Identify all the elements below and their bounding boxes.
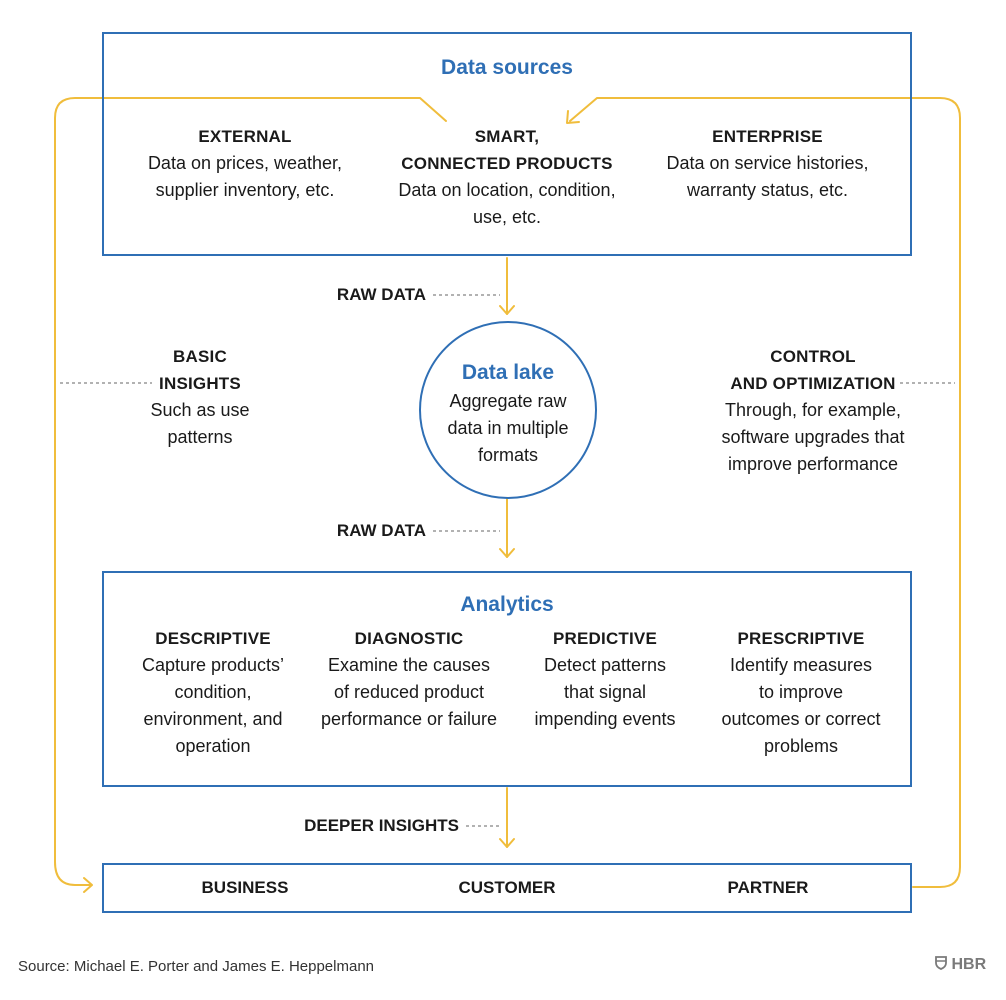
analytics-predictive: PREDICTIVE Detect patterns that signal i… (520, 625, 690, 733)
source-smart-heading-1: SMART, (474, 127, 540, 146)
prescriptive-line-2: to improve (758, 682, 844, 702)
brand-text: HBR (951, 956, 987, 973)
source-enterprise-line-2: warranty status, etc. (686, 180, 849, 200)
data-lake-line-1: Aggregate raw (449, 391, 567, 411)
predictive-heading: PREDICTIVE (552, 629, 658, 648)
data-lake-line-3: formats (477, 445, 538, 465)
control-optimization: CONTROL AND OPTIMIZATION Through, for ex… (703, 343, 923, 478)
prescriptive-heading: PRESCRIPTIVE (737, 629, 865, 648)
data-lake-circle (419, 321, 597, 499)
prescriptive-line-1: Identify measures (729, 655, 873, 675)
tier-business: BUSINESS (201, 878, 289, 897)
control-line-3: improve performance (727, 454, 899, 474)
descriptive-line-3: environment, and (143, 709, 283, 729)
raw-data-label-1: RAW DATA (336, 285, 426, 304)
diagnostic-line-1: Examine the causes (327, 655, 491, 675)
source-smart-line-2: use, etc. (472, 207, 542, 227)
prescriptive-line-4: problems (763, 736, 839, 756)
control-line-2: software upgrades that (721, 427, 905, 447)
data-lake-title: Data lake (461, 361, 555, 384)
arrow-left-loop (54, 97, 447, 886)
basic-insights: BASIC INSIGHTS Such as use patterns (130, 343, 270, 451)
arrowhead-left-loop (83, 877, 93, 893)
arrowhead-analytics-to-tiers (499, 838, 515, 848)
tiers-box (102, 863, 912, 913)
shield-icon (935, 956, 947, 970)
analytics-prescriptive: PRESCRIPTIVE Identify measures to improv… (705, 625, 897, 760)
descriptive-line-2: condition, (174, 682, 252, 702)
prescriptive-line-3: outcomes or correct (721, 709, 881, 729)
analytics-diagnostic: DIAGNOSTIC Examine the causes of reduced… (308, 625, 510, 733)
predictive-line-1: Detect patterns (543, 655, 667, 675)
arrowhead-sources-to-lake (499, 305, 515, 315)
deeper-insights-label: DEEPER INSIGHTS (304, 816, 459, 835)
source-external-heading: EXTERNAL (198, 127, 292, 146)
analytics-box (102, 571, 912, 787)
basic-insights-line-2: patterns (167, 427, 233, 447)
data-lake-line-2: data in multiple (447, 418, 569, 438)
brand-logo: HBR (935, 956, 986, 974)
diagnostic-line-3: performance or failure (320, 709, 498, 729)
analytics-descriptive: DESCRIPTIVE Capture products’ condition,… (123, 625, 303, 760)
source-external-line-2: supplier inventory, etc. (155, 180, 335, 200)
predictive-line-2: that signal (563, 682, 647, 702)
source-smart-heading-2: CONNECTED PRODUCTS (401, 154, 613, 173)
source-external-line-1: Data on prices, weather, (147, 153, 343, 173)
arrowhead-lake-to-analytics (499, 548, 515, 558)
source-smart-line-1: Data on location, condition, (398, 180, 616, 200)
source-smart-products: SMART, CONNECTED PRODUCTS Data on locati… (377, 123, 637, 231)
diagnostic-heading: DIAGNOSTIC (354, 629, 464, 648)
diagnostic-line-2: of reduced product (333, 682, 485, 702)
source-enterprise-heading: ENTERPRISE (712, 127, 823, 146)
data-lake: Data lake Aggregate raw data in multiple… (419, 358, 597, 469)
source-external: EXTERNAL Data on prices, weather, suppli… (130, 123, 360, 204)
basic-insights-line-1: Such as use (150, 400, 250, 420)
source-enterprise-line-1: Data on service histories, (666, 153, 869, 173)
basic-insights-heading-1: BASIC (173, 347, 227, 366)
control-line-1: Through, for example, (724, 400, 902, 420)
analytics-title: Analytics (460, 593, 554, 616)
descriptive-heading: DESCRIPTIVE (155, 629, 271, 648)
source-enterprise: ENTERPRISE Data on service histories, wa… (650, 123, 885, 204)
descriptive-line-4: operation (175, 736, 251, 756)
source-note: Source: Michael E. Porter and James E. H… (18, 958, 375, 975)
control-heading-2: AND OPTIMIZATION (730, 374, 896, 393)
control-heading-1: CONTROL (770, 347, 856, 366)
descriptive-line-1: Capture products’ (141, 655, 285, 675)
basic-insights-heading-2: INSIGHTS (159, 374, 241, 393)
data-sources-box (102, 32, 912, 256)
predictive-line-3: impending events (534, 709, 676, 729)
data-sources-title: Data sources (441, 56, 573, 79)
arrow-right-loop (569, 97, 961, 888)
raw-data-label-2: RAW DATA (336, 521, 426, 540)
arrowhead-right-loop (566, 110, 580, 124)
tier-customer: CUSTOMER (458, 878, 556, 897)
tier-partner: PARTNER (727, 878, 809, 897)
